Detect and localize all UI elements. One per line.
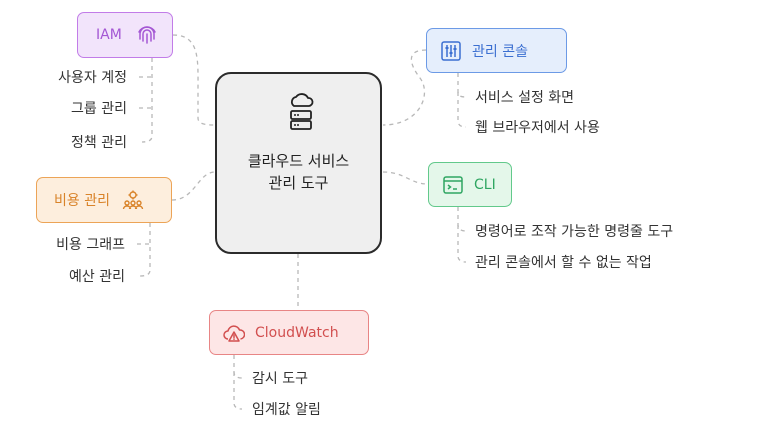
node-cost-management: 비용 관리 xyxy=(36,177,172,223)
console-item-service-settings: 서비스 설정 화면 xyxy=(475,90,575,106)
cloud-alert-icon xyxy=(223,322,245,344)
tick-iam-3 xyxy=(141,58,153,143)
terminal-icon xyxy=(442,174,464,196)
cloudwatch-item-monitoring-tool: 감시 도구 xyxy=(252,371,308,387)
connector-cost xyxy=(171,171,216,201)
connector-cli xyxy=(382,171,429,185)
node-cli: CLI xyxy=(428,162,512,207)
tick-console-1 xyxy=(457,73,467,98)
node-management-console: 관리 콘솔 xyxy=(426,28,567,73)
central-topic-box: 클라우드 서비스 관리 도구 xyxy=(215,72,382,254)
iam-item-group-management: 그룹 관리 xyxy=(71,101,127,117)
cost-item-cost-graph: 비용 그래프 xyxy=(56,237,125,253)
iam-item-user-accounts: 사용자 계정 xyxy=(58,70,127,86)
sliders-icon xyxy=(440,40,462,62)
node-cloudwatch: CloudWatch xyxy=(209,310,369,355)
connector-console xyxy=(382,49,427,126)
people-gear-icon xyxy=(122,189,144,211)
fingerprint-icon xyxy=(136,24,158,46)
tick-cost-2 xyxy=(139,223,151,277)
node-iam-label: IAM xyxy=(96,27,122,43)
node-iam: IAM xyxy=(77,12,173,58)
iam-item-policy-management: 정책 관리 xyxy=(71,135,127,151)
central-topic-title: 클라우드 서비스 관리 도구 xyxy=(247,152,350,192)
cli-item-console-unavailable-tasks: 관리 콘솔에서 할 수 없는 작업 xyxy=(475,255,652,271)
console-item-web-browser: 웹 브라우저에서 사용 xyxy=(475,120,600,136)
tick-cli-1 xyxy=(457,207,467,232)
cli-item-command-line-tool: 명령어로 조작 가능한 명령줄 도구 xyxy=(475,224,674,240)
node-cost-management-label: 비용 관리 xyxy=(54,193,110,209)
tick-console-2 xyxy=(457,92,467,128)
cloud-server-icon xyxy=(288,92,314,132)
cost-item-budget-management: 예산 관리 xyxy=(69,269,125,285)
tick-cli-2 xyxy=(457,225,467,263)
node-cloudwatch-label: CloudWatch xyxy=(255,324,339,341)
node-cli-label: CLI xyxy=(474,176,496,193)
connector-iam xyxy=(172,34,216,126)
tick-cw-2 xyxy=(233,372,243,410)
node-management-console-label: 관리 콘솔 xyxy=(472,43,528,60)
cloudwatch-item-threshold-alert: 임계값 알림 xyxy=(252,402,321,418)
tick-cw-1 xyxy=(233,355,243,379)
